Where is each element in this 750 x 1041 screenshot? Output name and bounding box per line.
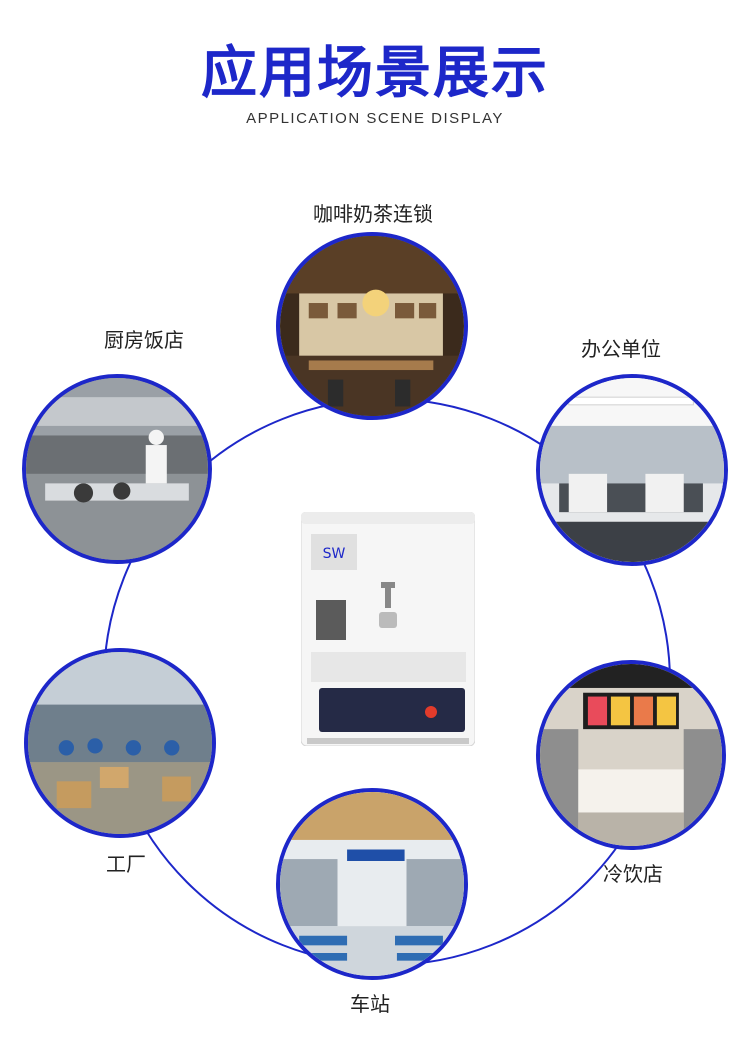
brand-logo-text: SW xyxy=(323,546,346,562)
scene-office-image xyxy=(536,374,728,566)
page-title: 应用场景展示 xyxy=(201,41,549,106)
scene-station-image xyxy=(276,788,468,980)
scene-kitchen-label: 厨房饭店 xyxy=(104,328,184,352)
scene-station-label: 车站 xyxy=(350,992,390,1016)
scene-kitchen-image xyxy=(22,374,212,564)
scene-drinks-label: 冷饮店 xyxy=(603,862,663,886)
scene-drinks-image xyxy=(536,660,726,850)
scene-coffee-label: 咖啡奶茶连锁 xyxy=(313,202,433,226)
scene-office-label: 办公单位 xyxy=(581,337,661,361)
water-boiler-image: SW xyxy=(300,511,476,747)
scene-factory-label: 工厂 xyxy=(106,852,146,876)
scene-coffee-image xyxy=(276,232,468,420)
scene-factory-image xyxy=(24,648,216,838)
page-subtitle: APPLICATION SCENE DISPLAY xyxy=(246,110,504,127)
